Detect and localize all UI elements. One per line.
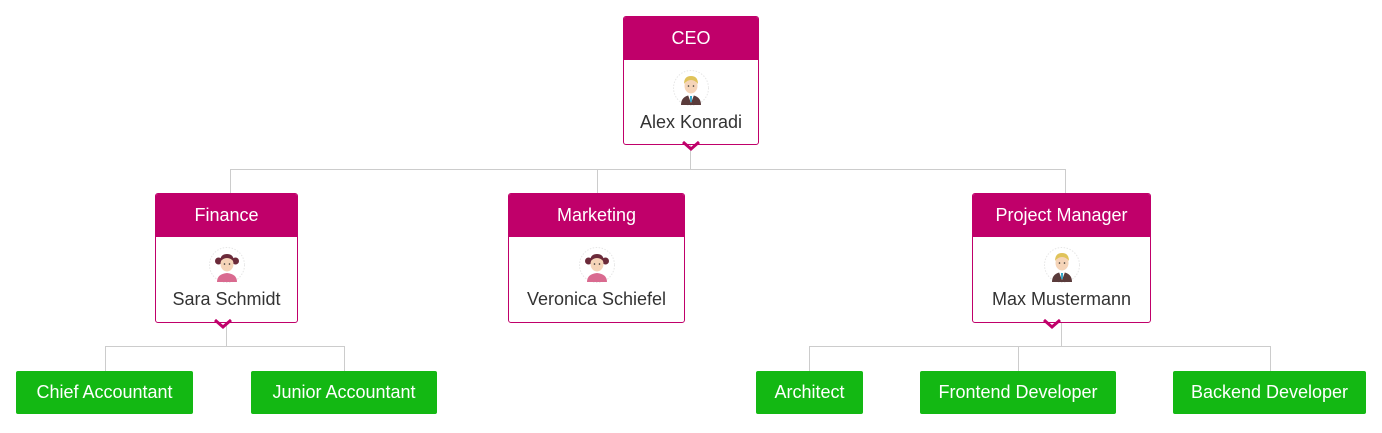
- node-title: Project Manager: [973, 194, 1150, 237]
- node-person-name: Veronica Schiefel: [526, 289, 667, 309]
- node-person-name: Max Mustermann: [991, 289, 1132, 309]
- male-avatar-icon: [673, 70, 709, 106]
- org-leaf-backend-developer[interactable]: Backend Developer: [1173, 371, 1366, 414]
- org-leaf-chief-accountant[interactable]: Chief Accountant: [16, 371, 193, 414]
- node-person-name: Alex Konradi: [639, 112, 743, 132]
- male-avatar-icon: [1043, 247, 1080, 283]
- female-avatar-icon: [208, 247, 245, 283]
- node-title: Marketing: [509, 194, 684, 237]
- node-title: CEO: [624, 17, 758, 60]
- org-leaf-frontend-developer[interactable]: Frontend Developer: [920, 371, 1116, 414]
- org-node-marketing[interactable]: Marketing Veronica Schiefel: [508, 193, 685, 323]
- chevron-down-icon[interactable]: [213, 318, 232, 330]
- chevron-down-icon[interactable]: [682, 140, 700, 152]
- node-title: Finance: [156, 194, 297, 237]
- org-node-ceo[interactable]: CEO Alex Konradi: [623, 16, 759, 151]
- node-person-name: Sara Schmidt: [172, 289, 281, 309]
- female-avatar-icon: [578, 247, 615, 283]
- org-leaf-junior-accountant[interactable]: Junior Accountant: [251, 371, 437, 414]
- org-node-finance[interactable]: Finance Sara Schmidt: [155, 193, 298, 329]
- org-node-project-manager[interactable]: Project Manager Max Mustermann: [972, 193, 1151, 329]
- chevron-down-icon[interactable]: [1042, 318, 1061, 330]
- org-leaf-architect[interactable]: Architect: [756, 371, 863, 414]
